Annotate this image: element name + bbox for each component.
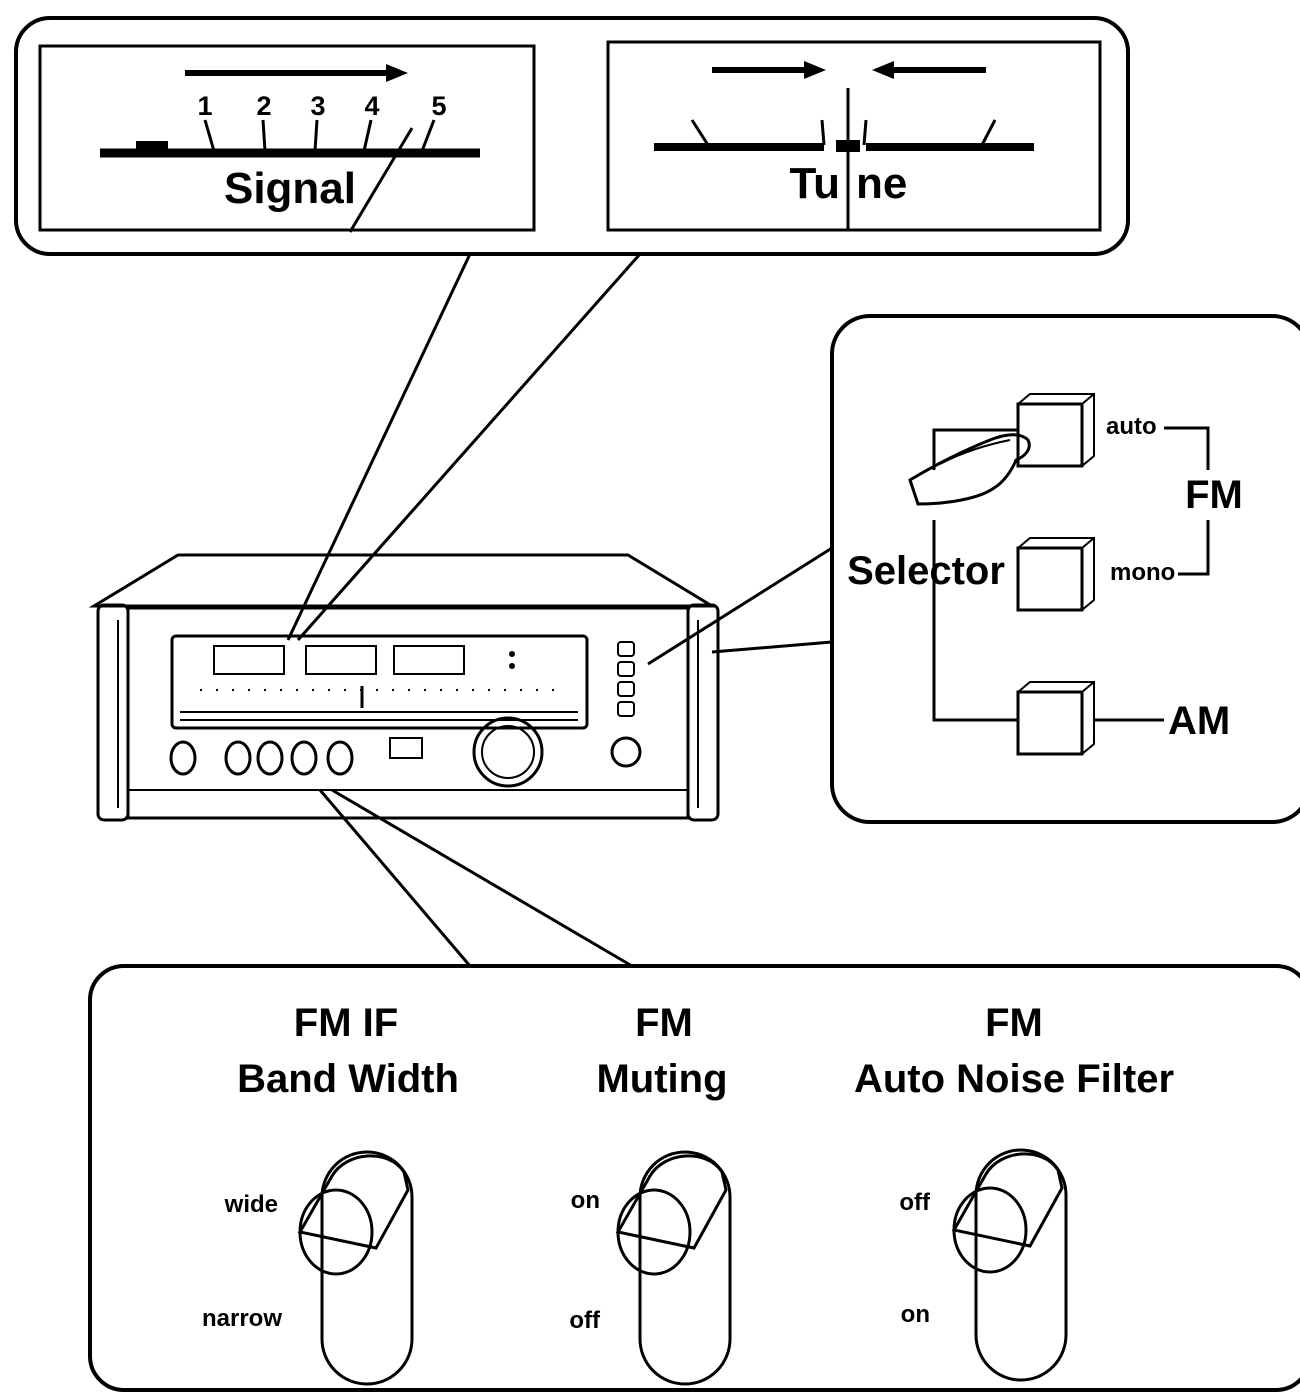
power-switch[interactable] bbox=[169, 740, 197, 776]
tune-label-left: Tu bbox=[790, 159, 841, 208]
signal-scale-5: 5 bbox=[431, 91, 446, 121]
switch-2-title-line2: Muting bbox=[596, 1057, 727, 1101]
selector-bracket bbox=[932, 520, 1018, 722]
tune-callout-line bbox=[296, 253, 642, 641]
receiver-button-1[interactable] bbox=[617, 641, 635, 657]
selector-diagram: auto mono FM AM Selector bbox=[847, 393, 1243, 756]
signal-label: Signal bbox=[224, 164, 356, 213]
left-handle bbox=[96, 603, 130, 822]
fm-auto-noise-filter-switch-group: FM Auto Noise Filter off on bbox=[854, 1001, 1174, 1382]
receiver-small-knob[interactable] bbox=[610, 736, 642, 768]
meters-callout bbox=[14, 16, 1130, 256]
front-switch-2[interactable] bbox=[256, 740, 284, 776]
switch-2-bottom-label: off bbox=[569, 1307, 601, 1334]
receiver-top bbox=[88, 553, 718, 608]
front-switch-row bbox=[169, 740, 354, 776]
selector-callout-line-2 bbox=[711, 640, 833, 654]
front-switch-3[interactable] bbox=[290, 740, 318, 776]
dial-tune-meter bbox=[305, 645, 377, 675]
hand-icon bbox=[908, 433, 1031, 506]
switches-callout-line-2 bbox=[331, 788, 633, 968]
signal-scale-1: 1 bbox=[197, 91, 212, 121]
hand-finger-line bbox=[939, 439, 1011, 465]
switch-3-title-line1: FM bbox=[985, 1001, 1043, 1045]
switch-1-title-line2: Band Width bbox=[237, 1057, 459, 1101]
switch-3-bottom-label: on bbox=[901, 1301, 930, 1328]
front-switch-1[interactable] bbox=[224, 740, 252, 776]
mono-label: mono bbox=[1110, 559, 1175, 586]
selector-callout bbox=[830, 314, 1300, 824]
signal-scale-3: 3 bbox=[310, 91, 325, 121]
indicator-window bbox=[389, 737, 423, 759]
tune-label-right: ne bbox=[856, 159, 907, 208]
switch-1-top-label: wide bbox=[224, 1191, 278, 1218]
signal-scale-2: 2 bbox=[256, 91, 271, 121]
am-button[interactable] bbox=[1016, 681, 1095, 756]
tuning-knob[interactable] bbox=[472, 716, 544, 788]
auto-fm-connector bbox=[1164, 426, 1210, 470]
switch-2-top-label: on bbox=[571, 1187, 600, 1214]
tune-meter: Tu ne bbox=[606, 40, 1102, 232]
fm-auto-noise-filter-switch[interactable] bbox=[951, 1148, 1068, 1382]
front-panel bbox=[126, 606, 690, 820]
mono-fm-connector bbox=[1178, 520, 1210, 576]
mono-button[interactable] bbox=[1016, 537, 1095, 612]
receiver-button-4[interactable] bbox=[617, 701, 635, 717]
fm-group-label: FM bbox=[1185, 473, 1243, 517]
fm-muting-switch-group: FM Muting on off bbox=[569, 1001, 732, 1386]
switch-3-title-line2: Auto Noise Filter bbox=[854, 1057, 1174, 1101]
auto-label: auto bbox=[1106, 413, 1157, 440]
front-switch-4[interactable] bbox=[326, 740, 354, 776]
am-label: AM bbox=[1168, 699, 1230, 743]
receiver-button-2[interactable] bbox=[617, 661, 635, 677]
signal-needle bbox=[348, 127, 414, 233]
fm-if-band-width-switch[interactable] bbox=[297, 1150, 414, 1386]
switch-1-title-line1: FM IF bbox=[294, 1001, 398, 1045]
switch-1-bottom-label: narrow bbox=[202, 1305, 282, 1332]
fm-muting-switch[interactable] bbox=[615, 1150, 732, 1386]
receiver-button-3[interactable] bbox=[617, 681, 635, 697]
signal-meter: 1 2 3 4 5 Signal bbox=[38, 44, 536, 233]
dial-window bbox=[170, 634, 589, 730]
fm-if-band-width-switch-group: FM IF Band Width wide narrow bbox=[202, 1001, 459, 1386]
selector-callout-line-1 bbox=[647, 546, 833, 666]
dial-stereo-meter bbox=[393, 645, 465, 675]
signal-scale-4: 4 bbox=[364, 91, 379, 121]
signal-callout-line bbox=[286, 253, 472, 641]
selector-bracket-top bbox=[932, 428, 1018, 470]
receiver bbox=[88, 553, 720, 822]
switches-callout bbox=[88, 964, 1300, 1392]
selector-title: Selector bbox=[847, 549, 1005, 593]
switch-3-top-label: off bbox=[899, 1189, 931, 1216]
switches-callout-line-1 bbox=[318, 789, 472, 967]
switch-2-title-line1: FM bbox=[635, 1001, 693, 1045]
dial-signal-meter bbox=[213, 645, 285, 675]
